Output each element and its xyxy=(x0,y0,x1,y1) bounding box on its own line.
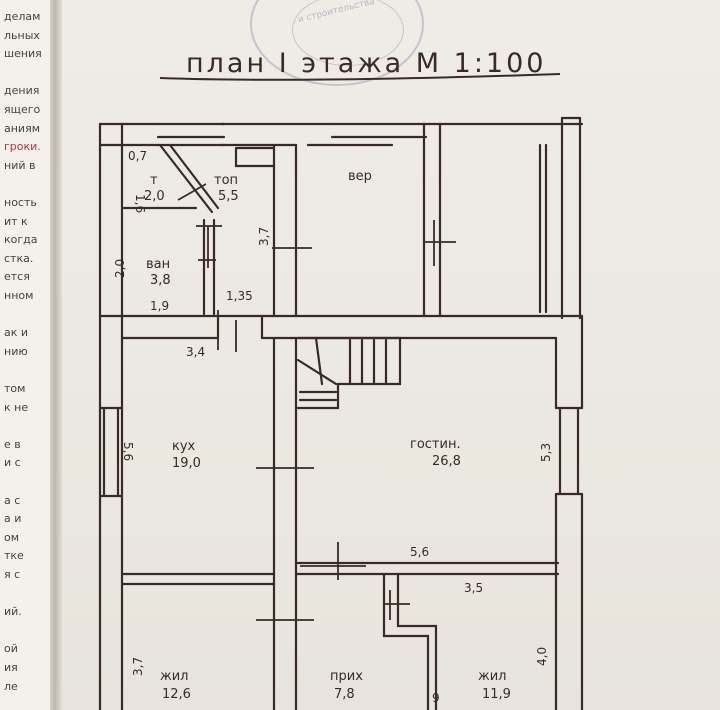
book-binding xyxy=(50,0,62,710)
dim-4-0: 4,0 xyxy=(535,647,549,666)
room-name-toilet: т xyxy=(150,173,158,188)
room-area-boiler: 5,5 xyxy=(218,189,239,204)
room-area-toilet: 2,0 xyxy=(144,189,165,204)
left-page-line: ность xyxy=(4,196,37,209)
room-name-bath: ван xyxy=(146,257,170,272)
room-area-bath: 3,8 xyxy=(150,273,171,288)
room-name-kitchen: кух xyxy=(172,439,196,454)
left-page-line: том xyxy=(4,382,26,395)
dim-1-35: 1,35 xyxy=(226,289,253,303)
left-page-line: ак и xyxy=(4,326,29,340)
left-page-line: ется xyxy=(4,270,30,284)
left-page-line: ле xyxy=(4,679,18,693)
room-name-bedroom-2: жил xyxy=(478,669,506,684)
room-labels: т 2,0 топ 5,5 ван 3,8 вер кух 19,0 гости… xyxy=(144,169,511,702)
stamp-inner-ring xyxy=(292,0,404,66)
left-page-line: ящего xyxy=(4,103,41,116)
left-page-line: ом xyxy=(4,530,20,544)
left-page-line: ия xyxy=(4,661,18,674)
room-area-bedroom-1: 12,6 xyxy=(162,687,191,702)
left-page-line: я с xyxy=(4,568,21,581)
left-page-line: а и xyxy=(4,512,22,526)
dim-3-4: 3,4 xyxy=(186,345,205,359)
left-page-text: делам льных шения дения ящего аниям гроки. ний … xyxy=(0,0,52,710)
left-page-line: гроки. xyxy=(4,140,41,154)
dim-5-3: 5,3 xyxy=(539,443,553,462)
room-name-veranda: вер xyxy=(348,169,372,184)
left-page-line: шения xyxy=(4,47,42,61)
door-marks xyxy=(177,183,456,621)
left-page-line: аниям xyxy=(4,121,40,135)
wall-lines xyxy=(98,116,584,710)
dim-1-6: 1,6 xyxy=(133,194,147,213)
left-page-line: а с xyxy=(4,493,21,507)
room-name-living: гостин. xyxy=(410,437,461,452)
title-underline xyxy=(159,73,561,81)
dim-2-0: 2,0 xyxy=(113,259,127,278)
dimension-labels: 0,7 1,6 2,0 1,9 1,35 3,7 3,4 5,6 5,3 5,6… xyxy=(113,149,553,705)
dim-1-9: 1,9 xyxy=(150,299,169,313)
dim-0-7: 0,7 xyxy=(128,149,147,163)
dim-5-6-left: 5,6 xyxy=(121,442,135,461)
left-page-line: и с xyxy=(4,456,21,470)
drawing-sheet: и строительства xyxy=(62,0,720,710)
left-page-line: льных xyxy=(4,28,40,42)
left-page-line: е в xyxy=(4,437,21,451)
room-name-bedroom-1: жил xyxy=(160,669,188,684)
room-name-hall: прих xyxy=(330,669,363,684)
room-name-boiler: топ xyxy=(214,173,238,188)
left-page-line: ой xyxy=(4,642,18,656)
dim-3-7-top: 3,7 xyxy=(257,227,271,246)
dim-5-6-corridor: 5,6 xyxy=(410,545,429,559)
left-page-line: нном xyxy=(4,289,34,302)
room-area-kitchen: 19,0 xyxy=(172,456,201,471)
left-page-line: дения xyxy=(4,84,40,98)
room-area-living: 26,8 xyxy=(432,454,461,469)
room-area-hall: 7,8 xyxy=(334,687,355,702)
left-page-line: ит к xyxy=(4,214,28,228)
room-area-bedroom-2: 11,9 xyxy=(482,687,511,702)
dim-3-7-bottom: 3,7 xyxy=(131,657,145,676)
left-page-line: ий. xyxy=(4,605,22,619)
left-page-line: стка. xyxy=(4,251,34,265)
plan-title: план I этажа М 1:100 xyxy=(186,48,546,79)
left-page-line: ний в xyxy=(4,158,36,172)
left-page-line: к не xyxy=(4,400,29,414)
left-page-line: когда xyxy=(4,233,38,247)
dim-9: 9 xyxy=(432,691,440,705)
left-page-line: нию xyxy=(4,344,28,358)
left-page-line: тке xyxy=(4,549,24,563)
left-page-line: делам xyxy=(4,10,41,23)
dim-3-5: 3,5 xyxy=(464,581,483,595)
